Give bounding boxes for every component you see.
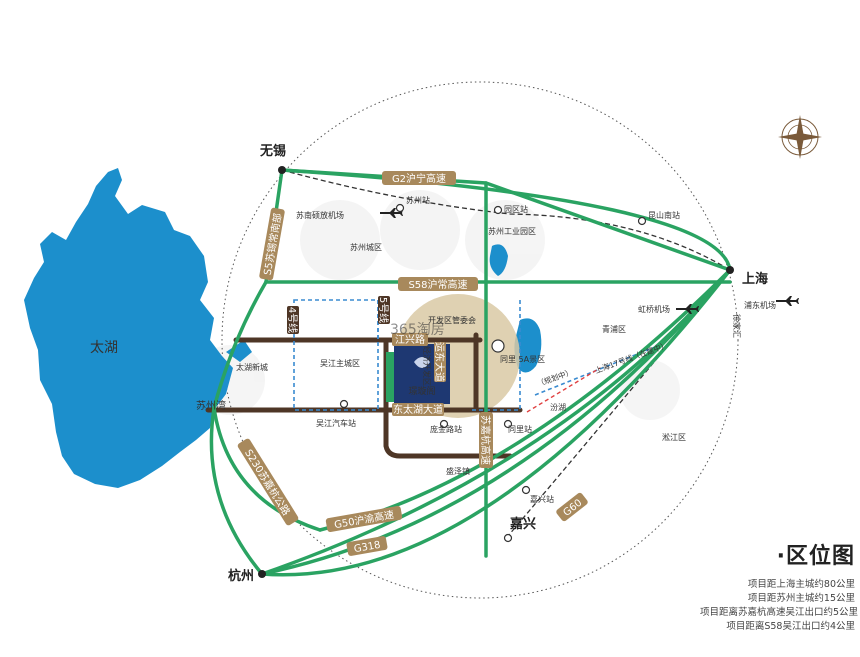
label-pudong: 浦东机场	[744, 300, 776, 310]
project-name: 璟璇阁	[408, 385, 435, 397]
svg-text:苏嘉杭高速: 苏嘉杭高速	[479, 415, 492, 465]
label-planning: （规划中）	[535, 366, 574, 388]
badge-g318: G318	[346, 536, 388, 556]
svg-text:江兴路: 江兴路	[395, 333, 425, 346]
city-dots	[258, 166, 734, 578]
city-hangzhou: 杭州	[228, 568, 254, 584]
badge-m5: 5号线	[377, 296, 390, 324]
city-suzhouwan: 苏州湾	[196, 399, 226, 412]
compass-icon	[778, 115, 822, 159]
airplane-icon	[380, 208, 403, 218]
svg-text:S58沪常高速: S58沪常高速	[408, 278, 467, 291]
svg-text:运东大道: 运东大道	[433, 342, 446, 382]
label-sip: 苏州工业园区	[488, 226, 536, 236]
badge-s58: S58沪常高速	[398, 277, 478, 291]
label-suzhou-city: 苏州城区	[350, 242, 382, 252]
svg-text:G50沪渝高速: G50沪渝高速	[333, 508, 395, 531]
badge-jiangxinglu: 江兴路	[392, 333, 428, 346]
badge-g50: G50沪渝高速	[325, 505, 403, 533]
svg-text:G318: G318	[353, 540, 381, 555]
south-lake	[226, 340, 252, 362]
jinji-lake	[489, 244, 508, 276]
svg-text:S5苏锡常南部: S5苏锡常南部	[261, 212, 285, 276]
badge-s5: S5苏锡常南部	[259, 207, 285, 281]
label-qingpu: 青浦区	[602, 324, 626, 334]
label-shengze: 盛泽镇	[446, 466, 470, 476]
local-roads	[205, 332, 523, 459]
city-wuxi: 无锡	[259, 143, 286, 159]
city-shanghai: 上海	[742, 271, 768, 287]
planned-line	[526, 367, 601, 413]
label-xujiahui: 徐家汇	[732, 314, 742, 338]
project-logo-icon	[414, 357, 430, 368]
label-songjiang: 淞江区	[662, 433, 686, 442]
watermark-text: 365淘房	[390, 322, 445, 338]
city-jiaxing: 嘉兴	[509, 516, 536, 532]
svg-text:东太湖大道: 东太湖大道	[393, 403, 443, 416]
badge-dongtaihu: 东太湖大道	[392, 403, 444, 416]
label-wujiang-main: 吴江主城区	[320, 358, 360, 368]
label-econ-zone: 经济开发区	[422, 346, 432, 386]
station-markers	[339, 203, 647, 543]
label-jiaxing-station: 嘉兴站	[530, 494, 554, 504]
note-line: 项目距离S58吴江出口约4公里	[726, 621, 855, 632]
svg-text:4号线: 4号线	[286, 307, 299, 333]
note-line: 项目距上海主城约80公里	[747, 579, 855, 590]
highway-badges: G2沪宁高速 S58沪常高速 S5苏锡常南部 S230苏嘉杭公路 G50沪渝高速…	[237, 171, 588, 556]
range-circle	[221, 81, 739, 599]
airplane-icon	[776, 296, 799, 306]
badge-yundong: 运东大道	[433, 342, 446, 382]
label-tongli-station: 同里站	[508, 424, 532, 434]
label-taihu-newcity: 太湖新城	[236, 362, 268, 372]
label-kaifaqu-gov: 开发区管委会	[428, 315, 476, 325]
label-airport-suzhou: 苏南硕放机场	[296, 210, 344, 220]
label-hongqiao: 虹桥机场	[638, 304, 670, 314]
note-line: 项目距苏州主城约15公里	[747, 593, 855, 604]
badge-m4: 4号线	[286, 306, 299, 334]
label-fenhu: 汾湖	[550, 402, 566, 412]
taihu-lake	[24, 168, 233, 488]
badge-g60: G60	[556, 492, 588, 522]
badge-sujiahang: 苏嘉杭高速	[479, 412, 493, 468]
svg-text:G2沪宁高速: G2沪宁高速	[392, 172, 446, 185]
airplane-icon	[676, 304, 699, 314]
road-strip	[386, 352, 394, 402]
svg-text:5号线: 5号线	[377, 297, 390, 323]
svg-text:S230苏嘉杭公路: S230苏嘉杭公路	[242, 447, 293, 518]
label-wujiang-bus: 吴江汽车站	[316, 418, 356, 428]
label-suzhou-station: 苏州站	[406, 195, 430, 205]
note-line: 项目距离苏嘉杭高速吴江出口约5公里	[700, 607, 859, 618]
tongli-lake	[514, 318, 542, 373]
rail-lines	[281, 169, 731, 537]
map-title: ·区位图	[776, 544, 855, 569]
badge-g2: G2沪宁高速	[382, 171, 456, 185]
label-pangjin: 庞金路站	[430, 424, 462, 434]
label-yuanqu-station: 园区站	[504, 204, 528, 214]
label-tongli-scenic: 同里 5A景区	[500, 355, 545, 364]
label-kunshan-south: 昆山南站	[648, 210, 680, 220]
lake-label: 太湖	[90, 340, 118, 356]
legend-panel: ·区位图 项目距上海主城约80公里 项目距苏州主城约15公里 项目距离苏嘉杭高速…	[700, 538, 859, 634]
